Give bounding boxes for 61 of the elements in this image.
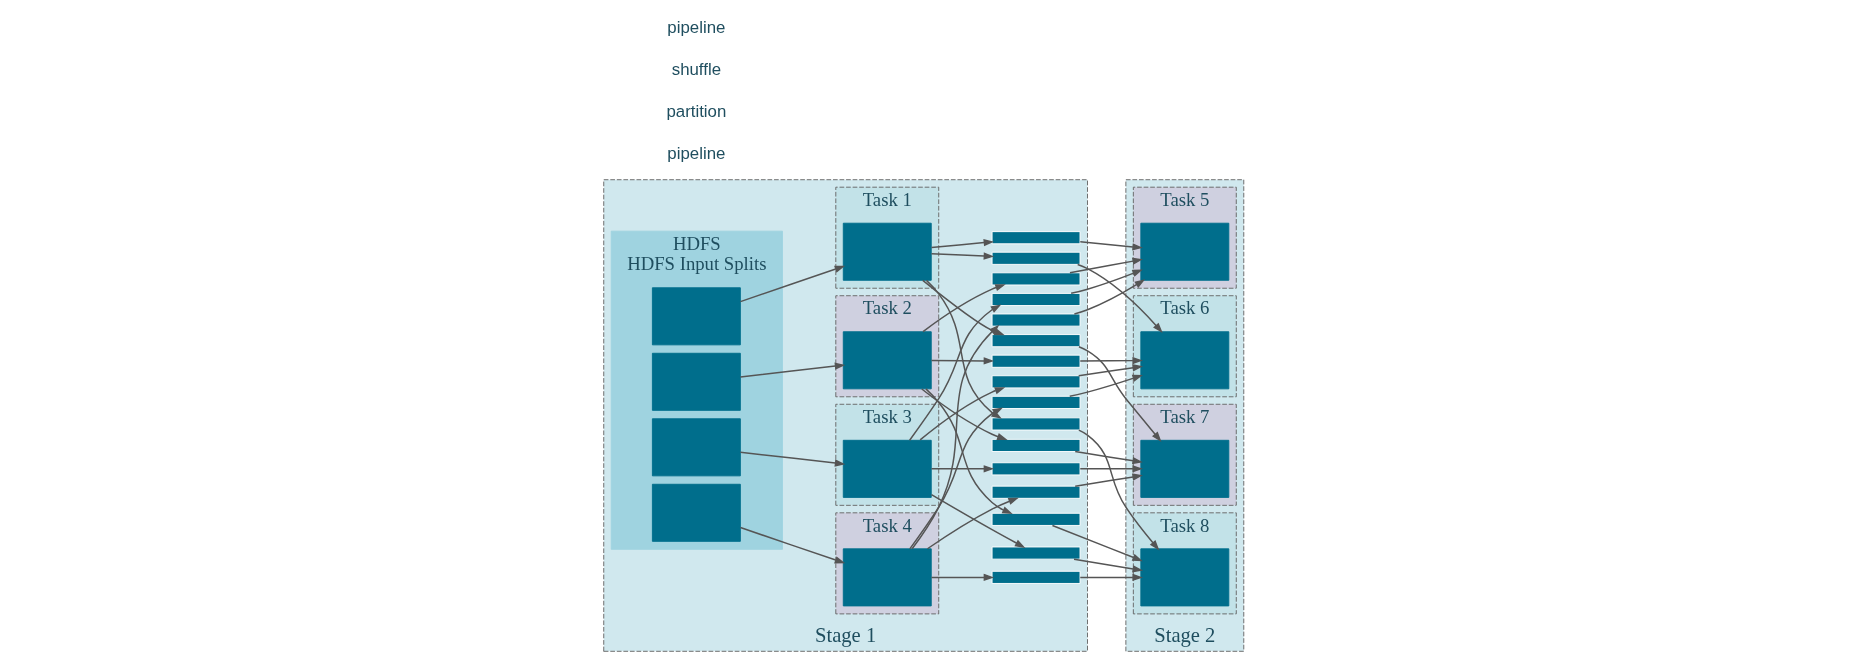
label: partition	[665, 102, 726, 122]
node-bar	[991, 462, 1080, 476]
arrow	[924, 388, 1013, 515]
node-box	[1139, 439, 1229, 498]
node-bar	[991, 354, 1080, 368]
arrow	[926, 497, 1019, 550]
label: pipeline	[666, 18, 725, 38]
node-bar	[991, 272, 1080, 286]
label: pipeline	[666, 144, 725, 164]
node-bar	[991, 292, 1080, 307]
arrow	[1073, 279, 1145, 315]
node-bar	[991, 512, 1080, 526]
arrow	[930, 252, 994, 260]
arrow	[739, 526, 845, 564]
node-bar	[991, 251, 1080, 265]
node-box	[651, 352, 741, 411]
node-box	[842, 548, 932, 607]
arrow	[1077, 364, 1143, 377]
arrow	[739, 451, 845, 467]
node-bar	[991, 231, 1080, 245]
arrow	[1068, 257, 1143, 274]
cluster: HDFS HDFS Input Splits	[610, 230, 783, 550]
node-box	[842, 222, 932, 281]
node-box	[651, 483, 741, 542]
node-bar	[991, 375, 1080, 389]
arrow	[930, 238, 994, 249]
node-box	[1139, 331, 1229, 390]
node-box	[651, 287, 741, 346]
arrow	[1079, 573, 1143, 582]
arrow	[930, 493, 1025, 548]
node-bar	[991, 485, 1080, 499]
node-bar	[991, 334, 1080, 348]
arrow	[1079, 241, 1143, 251]
arrow	[1051, 524, 1143, 562]
arrow	[1077, 429, 1159, 551]
node-bar	[991, 438, 1080, 452]
node-box	[1139, 222, 1229, 281]
arrow	[1079, 465, 1143, 473]
arrow	[1077, 346, 1162, 442]
arrow	[1073, 473, 1143, 487]
arrow	[930, 573, 994, 582]
node-box	[842, 331, 932, 390]
arrow	[739, 362, 845, 378]
arrow	[1069, 269, 1143, 295]
node-box	[842, 439, 932, 498]
arrow	[1068, 374, 1143, 398]
node-bar	[991, 546, 1080, 560]
arrow	[1072, 558, 1143, 573]
node-bar	[991, 417, 1080, 431]
arrow	[739, 265, 845, 303]
arrow	[1076, 263, 1163, 334]
arrow	[930, 465, 994, 473]
node-bar	[991, 313, 1080, 327]
node-box	[651, 418, 741, 477]
arrow	[930, 357, 994, 365]
arrow	[1079, 356, 1143, 365]
node-box	[1139, 548, 1229, 607]
label: shuffle	[671, 60, 721, 80]
node-bar	[991, 570, 1080, 584]
node-bar	[991, 395, 1080, 409]
arrow	[1073, 450, 1143, 465]
